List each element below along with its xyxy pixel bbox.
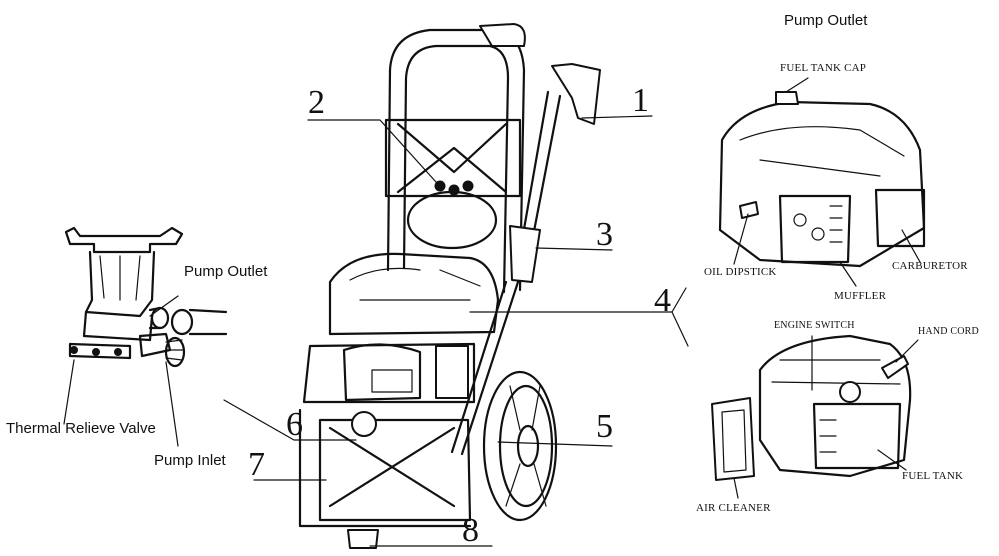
carburetor-leader — [901, 229, 921, 263]
callout-7: 7 — [248, 446, 265, 483]
callout-1-leader — [581, 115, 653, 119]
hand-cord-leader — [895, 339, 919, 363]
pump-outlet-label: Pump Outlet — [184, 263, 268, 280]
callout-1: 1 — [632, 82, 649, 119]
fuel-tank-cap-label: FUEL TANK CAP — [780, 62, 867, 74]
callout-2-leader — [307, 119, 437, 183]
top-right-title: Pump Outlet — [784, 12, 868, 29]
callout-6: 6 — [286, 406, 303, 443]
pump-illustration — [63, 226, 228, 447]
pressure-washer-illustration — [223, 23, 689, 549]
engine-bottom-illustration — [711, 334, 919, 499]
oil-dipstick-label: OIL DIPSTICK — [704, 266, 777, 278]
callout-2: 2 — [308, 84, 325, 121]
muffler-label: MUFFLER — [834, 290, 887, 302]
callout-3-leader — [535, 247, 613, 251]
oil-dipstick-leader — [733, 213, 749, 265]
thermal-relieve-valve-label: Thermal Relieve Valve — [6, 420, 156, 437]
carburetor-label: CARBURETOR — [892, 260, 968, 272]
callout-3: 3 — [596, 216, 613, 253]
pump-inlet-leader — [165, 361, 179, 447]
callout-5: 5 — [596, 408, 613, 445]
engine-switch-label: ENGINE SWITCH — [774, 320, 855, 331]
fuel-tank-label: FUEL TANK — [902, 470, 964, 482]
pump-inlet-label: Pump Inlet — [154, 452, 226, 469]
fuel-cap-leader — [785, 77, 809, 93]
pump-outlet-leader — [149, 295, 179, 317]
callout-6-leader — [223, 399, 357, 441]
relief-valve-leader — [63, 359, 75, 425]
fuel-tank-leader — [877, 449, 907, 471]
callout-8: 8 — [462, 512, 479, 549]
hand-cord-label: HAND CORD — [918, 326, 979, 337]
callout-4: 4 — [654, 282, 671, 319]
air-cleaner-label: AIR CLEANER — [696, 502, 771, 514]
muffler-leader — [839, 261, 857, 287]
air-cleaner-leader — [733, 477, 739, 499]
callout-4-leader — [469, 287, 689, 347]
callout-5-leader — [497, 441, 613, 447]
engine-top-illustration — [718, 77, 926, 287]
